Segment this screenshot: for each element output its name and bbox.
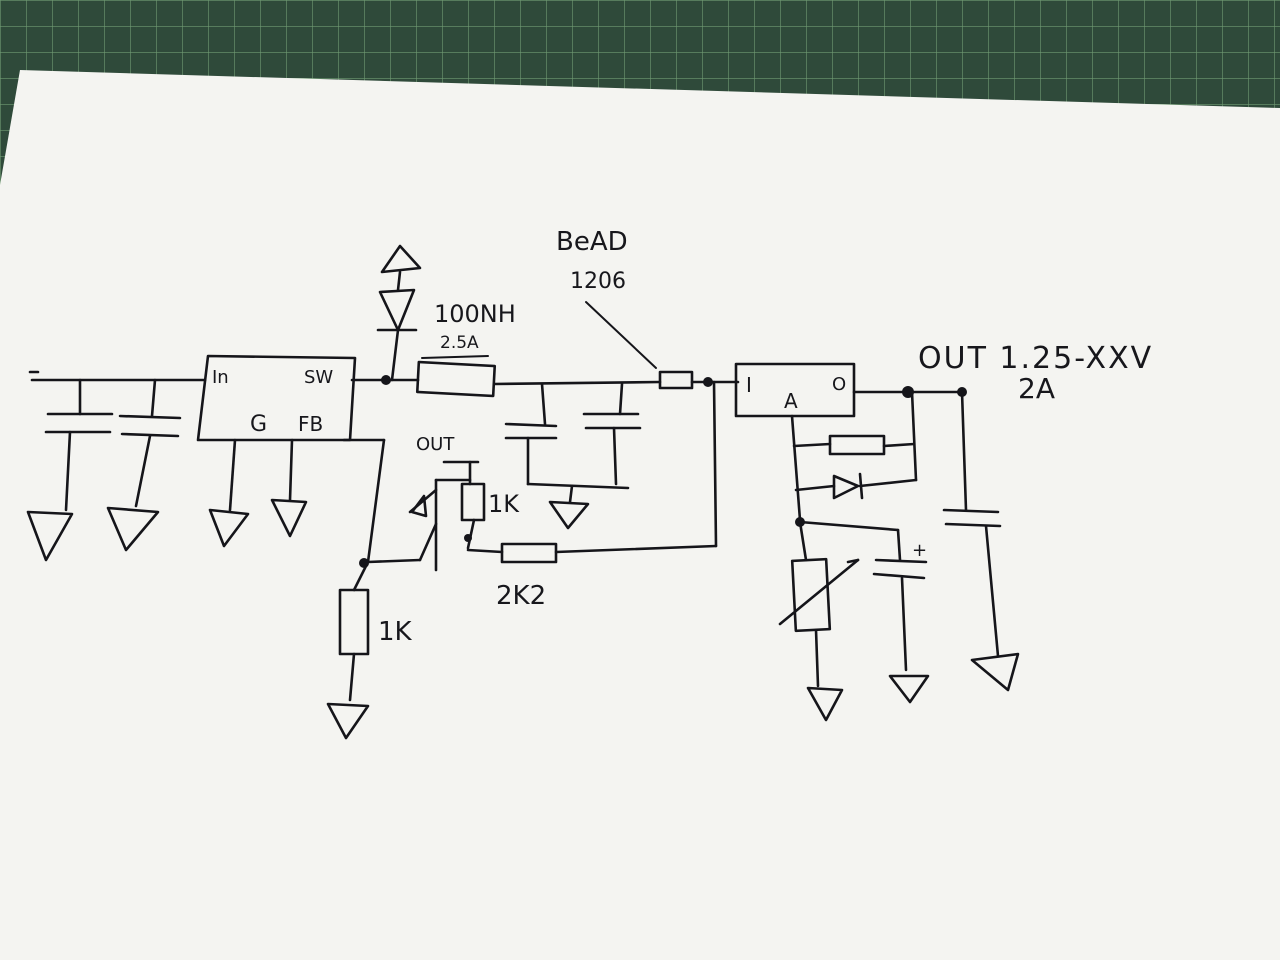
buck-regulator: In SW G FB (196, 354, 357, 548)
pin-label-g: G (250, 412, 267, 437)
resistor-bottom-value: 1K (378, 617, 413, 647)
junction-dot (464, 534, 472, 542)
inductor-current: 2.5A (440, 333, 479, 353)
pin-label-sw: SW (304, 367, 333, 388)
ldo-regulator: I A O + (734, 362, 1020, 722)
output-current-label: 2A (1018, 372, 1055, 405)
rail-output-caps (492, 380, 662, 530)
out-label: OUT (416, 434, 455, 455)
output-voltage-label: OUT 1.25-XXV (918, 341, 1153, 376)
resistor-top-value: 1K (488, 490, 520, 518)
resistor-series-value: 2K2 (496, 581, 546, 611)
input-capacitors (26, 370, 207, 562)
pin-label-fb: FB (298, 412, 323, 436)
cap-polarity-mark: + (912, 540, 927, 561)
feedback-network: OUT 1K 2K2 1K (326, 380, 718, 740)
inductor: 100NH 2.5A (415, 300, 516, 398)
junction-dot (381, 375, 391, 385)
bead-package: 1206 (570, 269, 626, 294)
ldo-pin-in: I (746, 373, 752, 397)
ldo-pin-adj: A (784, 389, 798, 413)
pin-label-in: In (212, 367, 229, 388)
ldo-pin-out: O (832, 374, 846, 395)
junction-dot (703, 377, 713, 387)
bead-label: BeAD (556, 227, 628, 257)
inductor-value: 100NH (434, 300, 516, 328)
switch-node (350, 244, 422, 385)
ferrite-bead: BeAD 1206 (556, 227, 740, 390)
